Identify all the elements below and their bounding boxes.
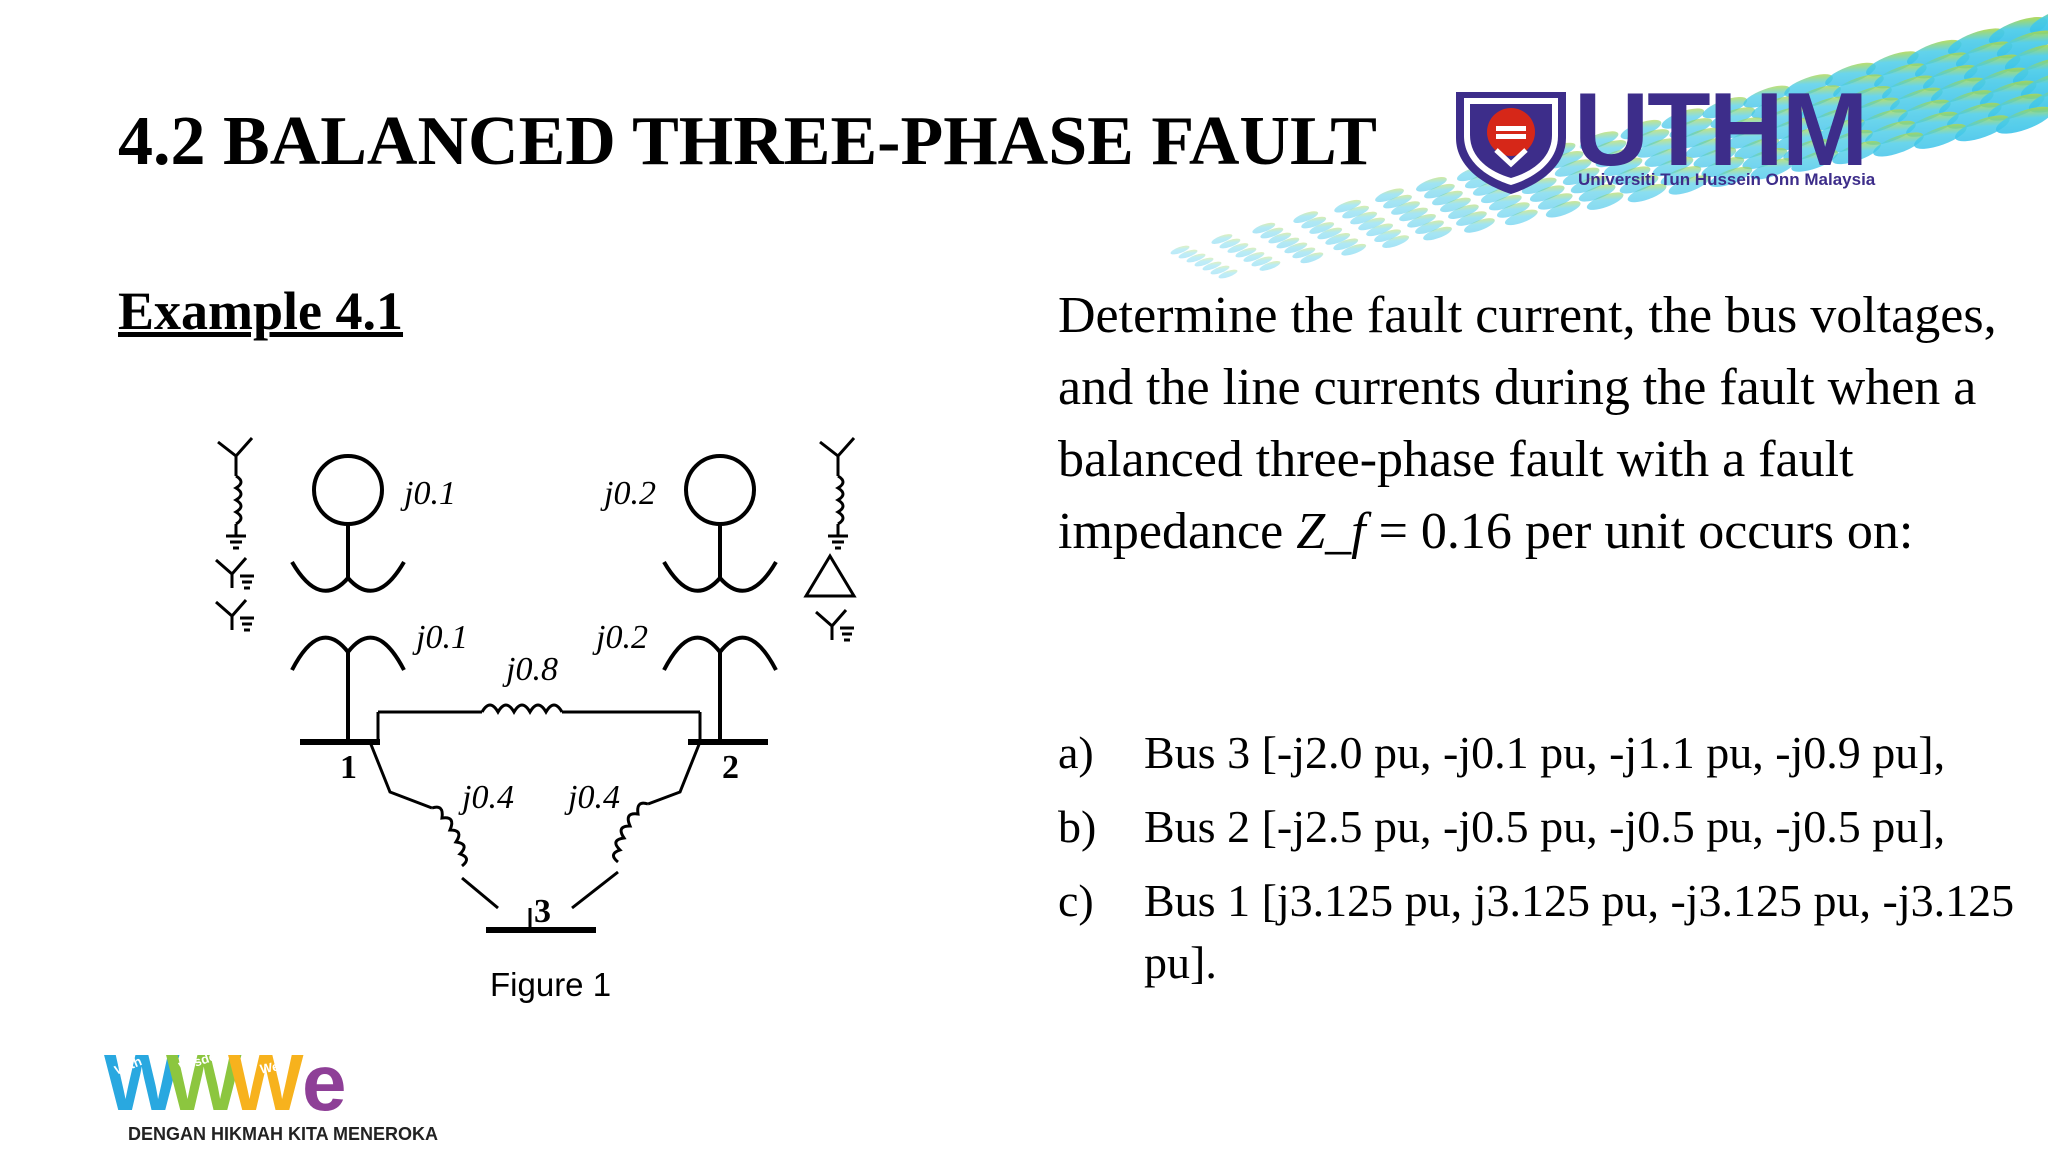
svg-text:e: e (302, 1044, 347, 1120)
line12-reactance-label: j0.8 (502, 651, 558, 688)
delta-icon (803, 553, 857, 598)
decor-dots (1170, 5, 2048, 279)
line13-reactance-label: j0.4 (458, 779, 514, 816)
t1-reactance-label: j0.1 (412, 619, 468, 656)
option-text: Bus 1 [j3.125 pu, j3.125 pu, -j3.125 pu,… (1144, 875, 2015, 988)
gen1-reactance-label: j0.1 (400, 475, 456, 512)
gen2-reactance-label: j0.2 (600, 475, 656, 512)
fault-impedance-symbol: Z_f (1296, 503, 1366, 560)
t2-reactance-label: j0.2 (592, 619, 648, 656)
generator-2 (662, 454, 778, 593)
option-label: c) (1058, 875, 1094, 926)
www-logo: W W W e (104, 1044, 347, 1120)
svg-text:W: W (228, 1044, 304, 1120)
line-1-2 (376, 703, 702, 742)
line-2-3 (571, 741, 702, 910)
answer-options: a) Bus 3 [-j2.0 pu, -j0.1 pu, -j1.1 pu, … (1058, 722, 2018, 1006)
option-c: c) Bus 1 [j3.125 pu, j3.125 pu, -j3.125 … (1058, 870, 2018, 994)
svg-text:W: W (166, 1044, 242, 1120)
option-b: b) Bus 2 [-j2.5 pu, -j0.5 pu, -j0.5 pu, … (1058, 796, 2018, 858)
figure-caption: Figure 1 (490, 966, 612, 1003)
uthm-logo-text: UTHM (1574, 72, 1868, 188)
generator-1 (290, 454, 406, 593)
bus-2-label: 2 (722, 749, 739, 786)
uthm-tagline: Universiti Tun Hussein Onn Malaysia (1578, 170, 1876, 189)
page-title: 4.2 BALANCED THREE-PHASE FAULT (118, 103, 1377, 180)
example-heading: Example 4.1 (118, 281, 404, 341)
bus-3-label: 3 (534, 893, 551, 930)
grounded-wye-icon (815, 609, 854, 642)
question-text: Determine the fault current, the bus vol… (1058, 280, 2018, 568)
bus-1-label: 1 (340, 749, 357, 786)
option-label: b) (1058, 801, 1097, 852)
svg-text:W: W (104, 1044, 180, 1120)
line-1-3 (368, 741, 499, 910)
circuit-diagram: j0.1 j0.2 j0.1 j0.2 j0.8 j0.4 j0.4 1 2 3 (215, 437, 857, 933)
question-body: Determine the fault current, the bus vol… (1058, 287, 1997, 560)
uthm-shield-icon (1456, 92, 1566, 194)
question-tail: = 0.16 per unit occurs on: (1378, 503, 1914, 560)
grounded-wye-icon (217, 437, 254, 550)
grounded-wye-icon (819, 437, 856, 550)
motto-text: DENGAN HIKMAH KITA MENEROKA (128, 1124, 438, 1144)
grounded-wye-icon (215, 557, 254, 632)
option-text: Bus 3 [-j2.0 pu, -j0.1 pu, -j1.1 pu, -j0… (1144, 727, 1946, 778)
line23-reactance-label: j0.4 (564, 779, 620, 816)
option-text: Bus 2 [-j2.5 pu, -j0.5 pu, -j0.5 pu, -j0… (1144, 801, 1946, 852)
option-label: a) (1058, 727, 1094, 778)
option-a: a) Bus 3 [-j2.0 pu, -j0.1 pu, -j1.1 pu, … (1058, 722, 2018, 784)
